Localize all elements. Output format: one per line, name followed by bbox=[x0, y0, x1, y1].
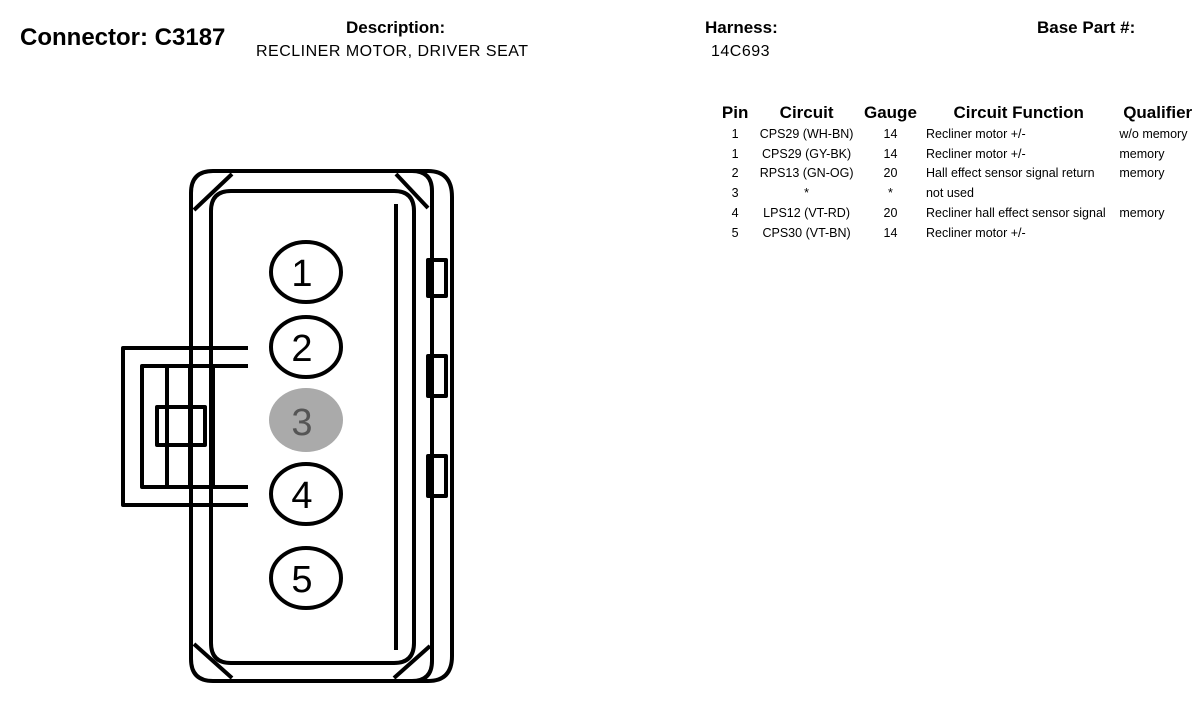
corner-chamfer bbox=[394, 172, 430, 210]
pin-cavities: 1 2 3 4 5 bbox=[269, 240, 343, 610]
pin-cavity-1 bbox=[269, 240, 343, 304]
cell-pin: 1 bbox=[731, 146, 739, 161]
table-row: 2 RPS13 (GN-OG) 20 Hall effect sensor si… bbox=[716, 164, 1200, 184]
cell-qualifier bbox=[1115, 223, 1200, 243]
harness-label: Harness: bbox=[705, 18, 778, 37]
cell-circuit: RPS13 (GN-OG) bbox=[759, 166, 854, 181]
pin-label-2: 2 bbox=[291, 328, 312, 370]
corner-chamfer bbox=[392, 644, 432, 680]
locking-latch bbox=[121, 346, 248, 507]
cell-circuit: CPS30 (VT-BN) bbox=[762, 225, 851, 240]
cell-pin: 2 bbox=[731, 166, 739, 181]
cell-gauge: 14 bbox=[883, 126, 898, 141]
table-row: 5 CPS30 (VT-BN) 14 Recliner motor +/- bbox=[716, 223, 1200, 243]
cell-function: Recliner motor +/- bbox=[925, 126, 1026, 141]
base-part-label: Base Part #: bbox=[1037, 18, 1136, 37]
table-row: 3 * * not used bbox=[716, 183, 1200, 203]
connector-inner-face bbox=[209, 189, 416, 665]
side-tab bbox=[426, 258, 448, 298]
pin-5: 5 bbox=[269, 546, 343, 610]
cell-function: Recliner motor +/- bbox=[925, 225, 1026, 240]
side-tab bbox=[426, 354, 448, 398]
pin-cavity-4 bbox=[269, 462, 343, 526]
table-row: 1 CPS29 (GY-BK) 14 Recliner motor +/- me… bbox=[716, 144, 1200, 164]
connector-side-flange bbox=[412, 169, 454, 683]
cell-function: Recliner hall effect sensor signal bbox=[925, 206, 1106, 221]
cell-qualifier: memory bbox=[1119, 166, 1165, 181]
cell-qualifier: memory bbox=[1119, 206, 1165, 221]
cell-qualifier: memory bbox=[1119, 146, 1165, 161]
connector-outer-shell bbox=[189, 169, 434, 683]
corner-chamfer bbox=[192, 642, 234, 680]
cell-qualifier bbox=[1115, 183, 1200, 203]
pinout-table: Pin Circuit Gauge Circuit Function Quali… bbox=[716, 102, 1200, 243]
corner-chamfer bbox=[192, 172, 234, 212]
connector-title: Connector: C3187 bbox=[20, 24, 226, 51]
pin-label-5: 5 bbox=[291, 559, 312, 601]
cell-pin: 5 bbox=[731, 225, 739, 240]
pin-cavity-5 bbox=[269, 546, 343, 610]
cell-circuit: LPS12 (VT-RD) bbox=[763, 206, 851, 221]
table-row: 4 LPS12 (VT-RD) 20 Recliner hall effect … bbox=[716, 203, 1200, 223]
cell-function: not used bbox=[925, 186, 974, 201]
pin-label-4: 4 bbox=[291, 475, 312, 517]
cell-pin: 3 bbox=[731, 186, 739, 201]
pin-cavity-3-unused bbox=[269, 388, 343, 452]
cell-pin: 4 bbox=[731, 206, 739, 221]
pin-label-3: 3 bbox=[291, 402, 312, 444]
pin-label-1: 1 bbox=[291, 253, 312, 295]
latch-window bbox=[155, 405, 207, 447]
cell-pin: 1 bbox=[731, 126, 739, 141]
table-row: 1 CPS29 (WH-BN) 14 Recliner motor +/- w/… bbox=[716, 124, 1200, 144]
pin-1: 1 bbox=[269, 240, 343, 304]
cell-gauge: 14 bbox=[883, 146, 898, 161]
cell-gauge: * bbox=[888, 186, 893, 201]
column-header-circuit-function: Circuit Function bbox=[953, 103, 1084, 122]
cell-gauge: 20 bbox=[883, 206, 898, 221]
description-value: RECLINER MOTOR, DRIVER SEAT bbox=[256, 43, 529, 60]
column-header-qualifier: Qualifier bbox=[1123, 103, 1193, 122]
cell-gauge: 20 bbox=[883, 166, 898, 181]
cell-function: Hall effect sensor signal return bbox=[925, 166, 1095, 181]
pin-3: 3 bbox=[269, 388, 343, 452]
side-tab bbox=[426, 454, 448, 498]
column-header-circuit: Circuit bbox=[779, 103, 834, 122]
connector-face-diagram: 1 2 3 4 5 bbox=[121, 169, 454, 683]
cell-circuit: CPS29 (GY-BK) bbox=[762, 146, 852, 161]
harness-value: 14C693 bbox=[711, 43, 771, 60]
pin-4: 4 bbox=[269, 462, 343, 526]
column-header-pin: Pin bbox=[721, 103, 749, 122]
cell-gauge: 14 bbox=[883, 225, 898, 240]
cell-circuit: CPS29 (WH-BN) bbox=[759, 126, 854, 141]
column-header-gauge: Gauge bbox=[864, 103, 917, 122]
table-header-row: Pin Circuit Gauge Circuit Function Quali… bbox=[716, 102, 1200, 124]
cell-qualifier: w/o memory bbox=[1119, 126, 1188, 141]
cell-function: Recliner motor +/- bbox=[925, 146, 1026, 161]
pin-2: 2 bbox=[269, 315, 343, 379]
pin-cavity-2 bbox=[269, 315, 343, 379]
description-label: Description: bbox=[346, 18, 446, 37]
cell-circuit: * bbox=[804, 186, 810, 201]
